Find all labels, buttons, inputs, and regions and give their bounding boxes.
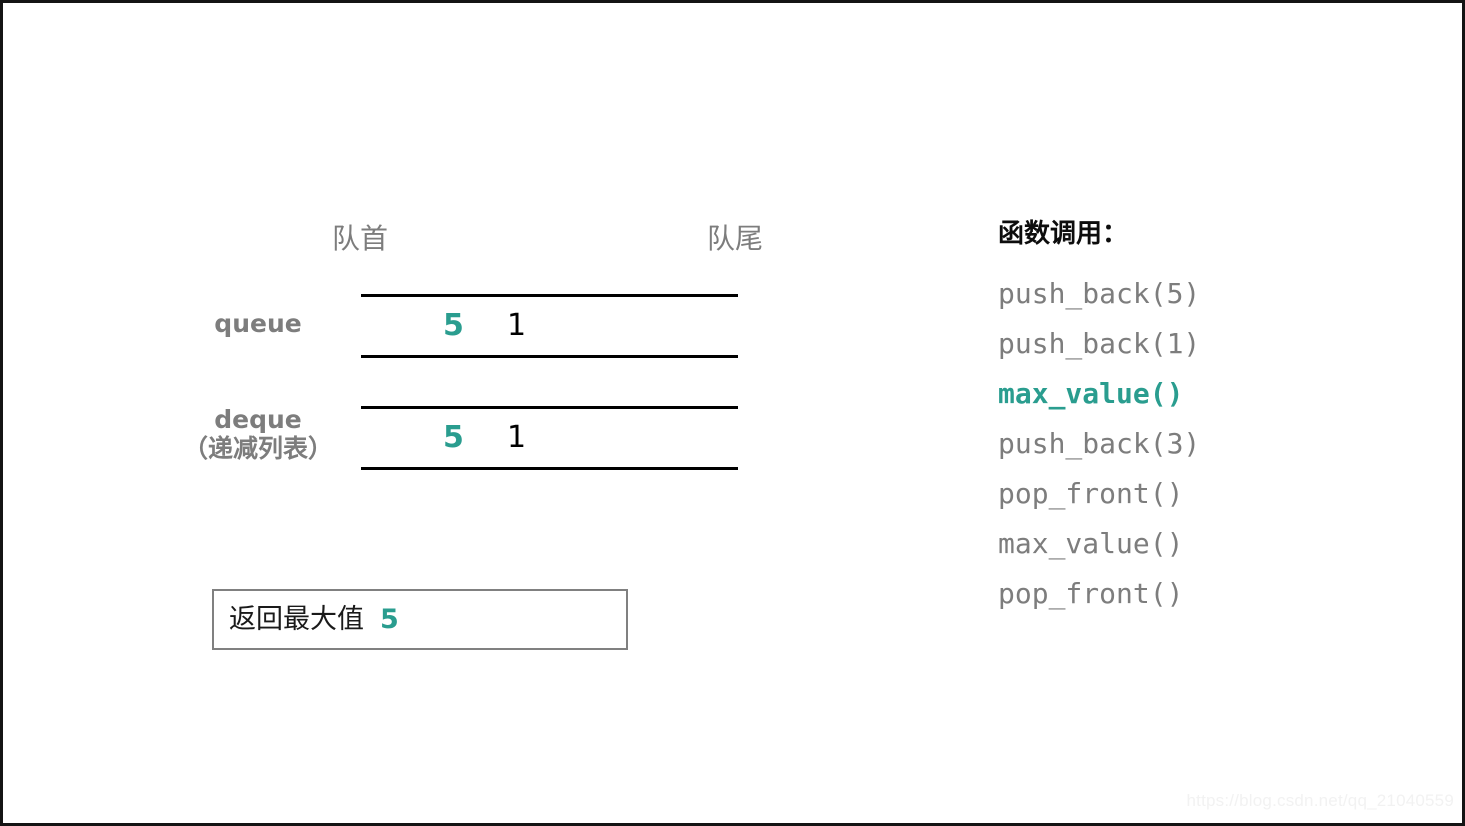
function-call-item[interactable]: pop_front(): [998, 577, 1184, 610]
deque-lane: 5 1: [361, 406, 738, 470]
result-value: 5: [380, 604, 399, 635]
function-call-item[interactable]: max_value(): [998, 377, 1184, 410]
function-call-item[interactable]: max_value(): [998, 527, 1184, 560]
queue-cell-0: 5: [443, 308, 464, 343]
deque-row-label-subtitle: （递减列表）: [182, 434, 333, 463]
function-call-items: push_back(5) push_back(1) max_value() push_…: [998, 269, 1398, 619]
queue-cells: 5 1: [361, 297, 571, 355]
queue-lane: 5 1: [361, 294, 738, 358]
function-call-list-title: 函数调用：: [998, 219, 1129, 249]
queue-front-label: 队首: [332, 222, 389, 255]
function-call-item[interactable]: push_back(1): [998, 327, 1201, 360]
function-call-item[interactable]: push_back(3): [998, 427, 1201, 460]
queue-cell-1: 1: [507, 308, 527, 343]
deque-cell-0: 5: [443, 420, 464, 455]
function-call-item[interactable]: push_back(5): [998, 277, 1201, 310]
deque-row-label: deque （递减列表）: [163, 405, 353, 463]
function-call-item[interactable]: pop_front(): [998, 477, 1184, 510]
deque-cell-1: 1: [507, 420, 527, 455]
deque-row-label-main: deque: [214, 405, 302, 434]
result-box: 返回最大值 5: [212, 589, 628, 650]
function-call-list: 函数调用： push_back(5) push_back(1) max_value(…: [998, 221, 1398, 619]
queue-diagram: 队首 队尾 queue deque （递减列表） 5 1 5 1 返回最大值 5: [3, 3, 943, 823]
queue-rear-label: 队尾: [707, 222, 764, 255]
queue-row-label: queue: [214, 309, 302, 338]
deque-cells: 5 1: [361, 409, 571, 467]
result-label: 返回最大值: [229, 604, 364, 635]
watermark: https://blog.csdn.net/qq_21040559: [1186, 791, 1454, 810]
